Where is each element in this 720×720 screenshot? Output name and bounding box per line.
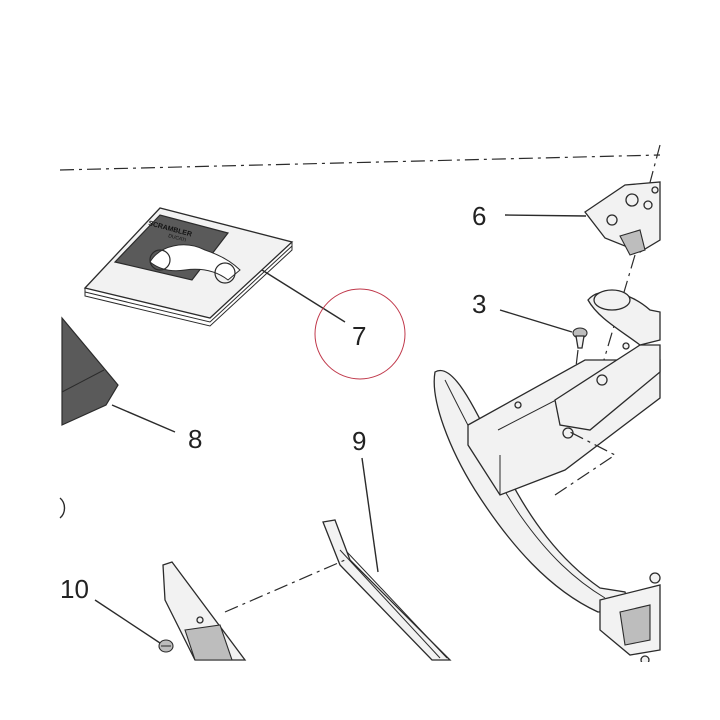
trim-strip-part — [322, 519, 452, 661]
callout-6: 6 — [472, 201, 486, 231]
owners-manual-part: SCRAMBLER DUCATI — [83, 207, 294, 327]
callout-10: 10 — [60, 574, 89, 604]
callout-3: 3 — [472, 289, 486, 319]
reference-axis-line — [59, 154, 661, 171]
leader-line-9 — [361, 457, 379, 573]
dash-line-bracket-to-strip — [224, 559, 346, 613]
leader-line-8 — [111, 404, 176, 433]
callout-9: 9 — [352, 426, 366, 456]
manual-cover-subtitle: DUCATI — [167, 233, 186, 244]
highlight-circle — [314, 288, 406, 380]
seat-cover-part — [61, 316, 119, 426]
seat-latch-part — [584, 181, 661, 256]
callout-7: 7 — [352, 321, 366, 351]
bracket-part — [162, 561, 247, 661]
manual-motorcycle-illustration — [149, 244, 241, 281]
bottom-margin-mask — [0, 662, 720, 720]
leader-line-10 — [94, 599, 161, 644]
callout-8: 8 — [188, 424, 202, 454]
dash-line-screw — [567, 349, 579, 433]
rear-subframe-part — [433, 289, 661, 665]
leader-line-6 — [504, 214, 587, 217]
screw-3-part — [572, 327, 588, 349]
right-margin-mask — [662, 0, 720, 720]
leader-line-3 — [499, 309, 573, 333]
partial-part-left-edge — [59, 497, 66, 519]
screw-10-part — [158, 639, 174, 653]
leader-line-7 — [261, 269, 346, 323]
